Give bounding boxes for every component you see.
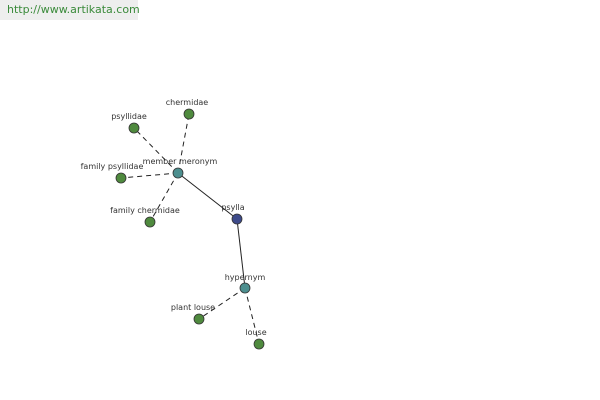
node-plant-louse-label[interactable]: plant louse [171, 303, 215, 312]
node-family-psyllidae[interactable]: family psyllidae [81, 162, 144, 184]
node-family-chermidae[interactable]: family chermidae [110, 206, 180, 228]
node-family-psyllidae-dot[interactable] [115, 172, 127, 184]
node-member-meronym-dot[interactable] [172, 167, 184, 179]
edge-hypernym-to-louse [244, 287, 260, 345]
node-chermidae[interactable]: chermidae [166, 98, 209, 120]
node-hypernym-dot[interactable] [239, 282, 251, 294]
edge-psylla-to-hypernym [236, 218, 246, 289]
node-family-chermidae-label[interactable]: family chermidae [110, 206, 180, 215]
node-psyllidae[interactable]: psyllidae [111, 112, 147, 134]
node-member-meronym[interactable]: member meronym [143, 157, 218, 179]
node-plant-louse-dot[interactable] [193, 313, 205, 325]
node-chermidae-label[interactable]: chermidae [166, 98, 209, 107]
node-family-psyllidae-label[interactable]: family psyllidae [81, 162, 144, 171]
node-chermidae-dot[interactable] [183, 108, 195, 120]
edge-psylla-to-member-meronym [177, 172, 238, 220]
node-louse-dot[interactable] [253, 338, 265, 350]
node-psyllidae-dot[interactable] [128, 122, 140, 134]
edge-member-meronym-to-family-chermidae [149, 172, 179, 223]
node-plant-louse[interactable]: plant louse [171, 303, 215, 325]
edge-member-meronym-to-family-psyllidae [120, 172, 179, 179]
edge-hypernym-to-plant-louse [198, 287, 246, 320]
node-psyllidae-label[interactable]: psyllidae [111, 112, 147, 121]
site-url-banner[interactable]: http://www.artikata.com [0, 0, 140, 20]
node-louse-label[interactable]: louse [245, 328, 266, 337]
node-member-meronym-label[interactable]: member meronym [143, 157, 218, 166]
node-psylla-dot[interactable] [231, 213, 243, 225]
node-hypernym[interactable]: hypernym [225, 273, 266, 294]
node-family-chermidae-dot[interactable] [144, 216, 156, 228]
edge-member-meronym-to-chermidae [177, 113, 190, 174]
edges-layer [120, 113, 260, 345]
edge-member-meronym-to-psyllidae [133, 127, 179, 174]
node-psylla[interactable]: psylla [221, 203, 245, 225]
nodes-layer: psylla member meronym hypernym psyllidae che… [81, 98, 267, 350]
node-louse[interactable]: louse [245, 328, 267, 350]
node-hypernym-label[interactable]: hypernym [225, 273, 266, 282]
node-psylla-label[interactable]: psylla [221, 203, 244, 212]
